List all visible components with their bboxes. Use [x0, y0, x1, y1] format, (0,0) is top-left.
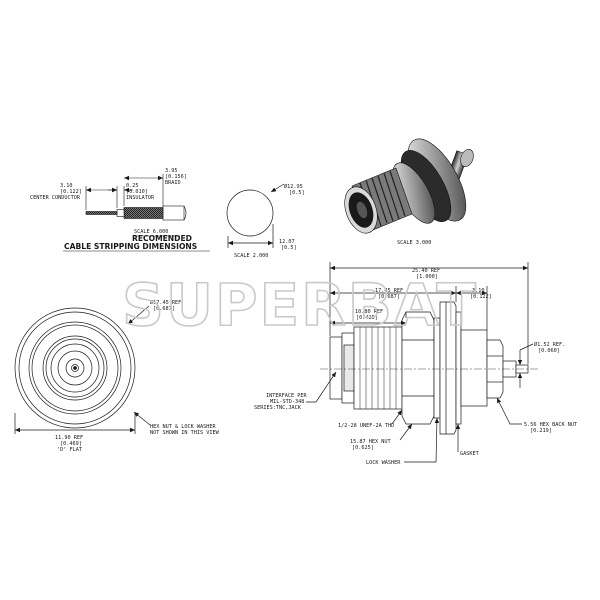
pin-outline-circle: [226, 189, 274, 237]
back-nut-label: 5.56 HEX BACK NUT: [524, 422, 577, 428]
flange: [439, 301, 457, 435]
side-view: [306, 262, 540, 463]
pin-flat: 12.07: [279, 239, 295, 245]
pin-flat-inch: [0.5]: [281, 245, 297, 251]
braid-section: [123, 207, 164, 219]
dim-10-80: 10.80 REF: [355, 309, 383, 315]
center-conductor-label: CENTER CONDUCTOR: [30, 195, 81, 201]
hex-nut-inch: [0.625]: [352, 445, 374, 451]
pin-diameter-inch: [0.5]: [289, 190, 305, 196]
dim-3-10: 3.10: [472, 288, 485, 294]
hex-nut-label: 15.87 HEX NUT: [350, 439, 391, 445]
connector-3d-render: [344, 138, 474, 234]
interface-line-3: SERIES:TNC,JACK: [254, 405, 302, 411]
front-diameter: Ø17.45 REF: [150, 299, 181, 306]
pin-scale: SCALE 2.000: [234, 253, 268, 259]
pin-diameter: Ø12.95: [284, 183, 303, 190]
center-conductor-dim: 3.10: [60, 183, 73, 189]
insulator-dim: 0.25: [126, 183, 139, 189]
center-conductor-section: [85, 211, 118, 215]
interface-line-2: MIL-STD-348: [270, 399, 304, 405]
front-note-1: HEX NUT & LOCK WASHER: [150, 424, 216, 430]
front-end-view: [14, 305, 151, 434]
braid-dim: 3.95: [165, 168, 178, 174]
braid-dim-inch: [0.156]: [165, 174, 187, 180]
insulator-label: INSULATOR: [126, 195, 155, 201]
thread-spec: 1/2-28 UNEF-2A THD: [338, 423, 394, 429]
pin-diameter-ref: Ø1.52 REF.: [534, 341, 565, 348]
pin-end-view: [226, 183, 285, 248]
stripping-title-1: RECOMENDED: [132, 234, 192, 243]
pin-diameter-ref-inch: [0.060]: [538, 348, 560, 354]
insulator-section: [116, 209, 125, 217]
overall-length: 25.40 REF: [412, 268, 440, 274]
insulator-dim-inch: [0.010]: [126, 189, 148, 195]
gasket-label: GASKET: [460, 451, 479, 457]
dim-17-45-inch: [0.687]: [378, 294, 400, 300]
front-note-2: NOT SHOWN IN THIS VIEW: [150, 430, 220, 436]
front-flat-label: 'D' FLAT: [57, 447, 82, 453]
cable-stripping-detail: [63, 174, 210, 252]
interface-line-1: INTERFACE PER: [266, 393, 307, 399]
stripping-scale: SCALE 6.000: [134, 229, 168, 235]
braid-label: BRAID: [165, 180, 181, 186]
dim-17-45: 17.45 REF: [375, 288, 403, 294]
back-nut-inch: [0.219]: [530, 428, 552, 434]
threaded-body: [353, 326, 407, 410]
lock-washer-label: LOCK WASHER: [366, 460, 401, 466]
front-diameter-inch: [0.687]: [153, 306, 175, 312]
dim-10-80-inch: [0.425]: [356, 315, 378, 321]
stripping-title-2: CABLE STRIPPING DIMENSIONS: [64, 242, 197, 251]
front-flat-inch: [0.469]: [60, 441, 82, 447]
dim-3-10-inch: [0.122]: [470, 294, 492, 300]
photo-scale: SCALE 3.000: [397, 240, 431, 246]
watermark: SUPERBAT: [122, 271, 478, 339]
front-flat: 11.90 REF: [55, 435, 83, 441]
center-conductor-dim-inch: [0.122]: [60, 189, 82, 195]
overall-length-inch: [1.000]: [416, 274, 438, 280]
